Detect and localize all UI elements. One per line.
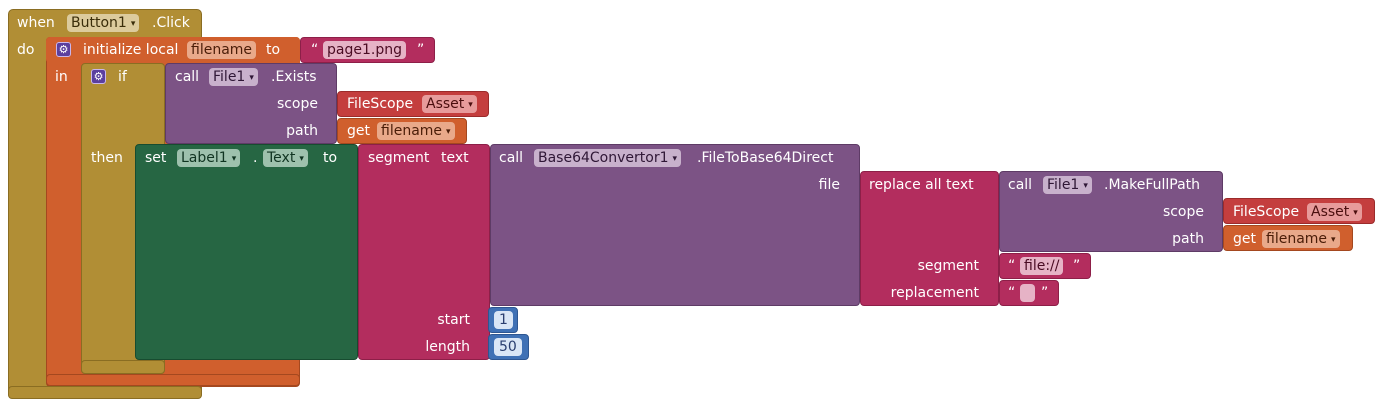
scope-label: scope [1162,204,1204,220]
filetobase64direct-method-label: .FileToBase64Direct [697,150,834,166]
chevron-down-icon: ▾ [299,154,304,164]
replace-all-text-label: replace all text [869,177,974,193]
chevron-down-icon: ▾ [446,127,451,137]
chevron-down-icon: ▾ [672,154,678,164]
text-value-empty[interactable] [1020,284,1035,302]
then-label: then [91,150,123,166]
file1-component-name: File1 [1047,177,1080,193]
when-label: when [17,15,55,31]
replace-segment-label: segment [917,258,979,274]
quote-open: “ [1008,258,1016,274]
local-var-name-field[interactable]: filename [187,41,257,59]
label1-component-name: Label1 [181,150,228,166]
click-event-label: .Click [152,15,190,31]
start-number-field[interactable]: 1 [494,311,513,329]
set-label: set [145,150,167,166]
call-label: call [499,150,524,166]
filescope-dropdown[interactable]: Asset▾ [422,95,477,113]
segment-text-label: text [441,150,469,166]
chevron-down-icon: ▾ [468,100,473,110]
in-label: in [55,69,68,85]
quote-close: ” [417,42,425,58]
set-label1-text-block[interactable] [135,144,358,360]
set-to-label: to [323,150,338,166]
if-block-footer [81,360,165,374]
chevron-down-icon: ▾ [231,154,237,164]
filescope-label: FileScope [347,96,414,112]
quote-open: “ [311,42,319,58]
chevron-down-icon: ▾ [1353,208,1358,218]
get-label: get [1233,231,1256,247]
call-label: call [1008,177,1033,193]
get-var-name: filename [1266,231,1328,247]
get-var-dropdown[interactable]: filename▾ [377,122,455,140]
mutator-gear-icon[interactable]: ⚙ [56,42,71,57]
initialize-local-header [46,37,300,63]
quote-close: ” [1073,258,1081,274]
get-label: get [347,123,370,139]
file1-component-dropdown[interactable]: File1▾ [1043,176,1092,194]
segment-start-label: start [437,312,470,328]
chevron-down-icon: ▾ [1083,181,1088,191]
segment-block[interactable] [358,144,490,360]
file1-makefullpath-call-block[interactable] [999,171,1223,252]
replace-all-text-block[interactable] [860,171,999,306]
text-property-dropdown[interactable]: Text▾ [263,149,308,167]
scope-label: scope [276,96,318,112]
base64convertor1-component-name: Base64Convertor1 [538,150,669,166]
quote-open: “ [1008,285,1016,301]
segment-length-label: length [425,339,470,355]
path-label: path [286,123,318,139]
if-label: if [118,69,127,85]
set-dot: . [253,150,258,166]
replace-replacement-label: replacement [890,285,979,301]
init-to-label: to [266,42,281,58]
button1-component-dropdown[interactable]: Button1▾ [67,14,140,32]
base64-convertor-call-block[interactable] [490,144,860,306]
filescope-value: Asset [1311,204,1350,220]
button1-component-name: Button1 [71,15,127,31]
chevron-down-icon: ▾ [1331,235,1336,245]
text-value-page1[interactable]: page1.png [323,41,406,59]
call-label: call [175,69,200,85]
chevron-down-icon: ▾ [130,19,136,29]
file1-component-dropdown[interactable]: File1▾ [209,68,258,86]
file-arg-label: file [818,177,840,193]
exists-method-label: .Exists [271,69,317,85]
file1-component-name: File1 [213,69,246,85]
initialize-local-label: initialize local [83,42,179,58]
get-var-name: filename [381,123,443,139]
filescope-label: FileScope [1233,204,1300,220]
makefullpath-method-label: .MakeFullPath [1104,177,1201,193]
filescope-dropdown[interactable]: Asset▾ [1307,203,1362,221]
do-label: do [17,42,35,58]
base64convertor1-component-dropdown[interactable]: Base64Convertor1▾ [534,149,682,167]
label1-component-dropdown[interactable]: Label1▾ [177,149,241,167]
segment-label: segment [368,150,430,166]
if-mutator-gear-icon[interactable]: ⚙ [91,69,106,84]
get-var-dropdown[interactable]: filename▾ [1262,230,1340,248]
text-value-file-scheme[interactable]: file:// [1020,257,1064,275]
initialize-local-footer [46,374,300,386]
when-block-footer [8,386,202,399]
text-property-name: Text [267,150,296,166]
quote-close: ” [1041,285,1049,301]
filescope-value: Asset [426,96,465,112]
length-number-field[interactable]: 50 [494,338,522,356]
path-label: path [1172,231,1204,247]
chevron-down-icon: ▾ [249,73,254,83]
